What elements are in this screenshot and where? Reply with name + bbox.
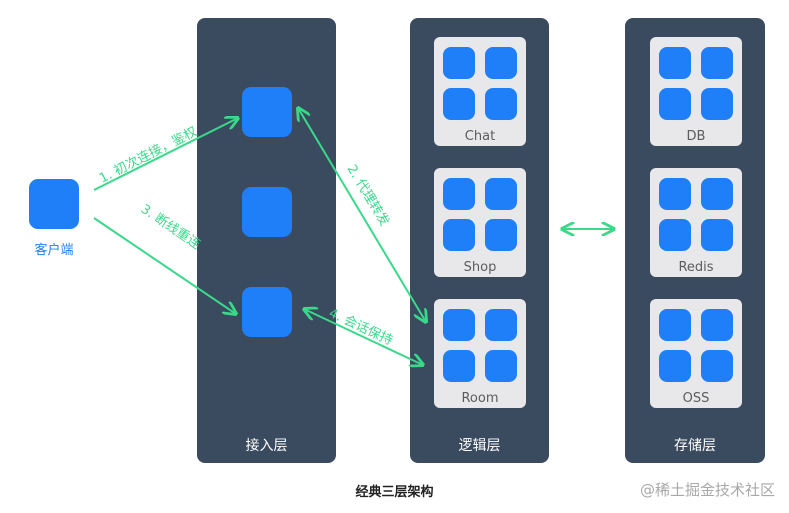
db-card: DB: [650, 37, 742, 146]
oss-label: OSS: [682, 391, 710, 406]
access-layer-label: 接入层: [245, 438, 288, 454]
label-session-keep: 4. 会话保持: [326, 306, 394, 349]
arrow-first-connect: [93, 118, 238, 191]
arrow-reconnect: [93, 217, 236, 314]
service-block: [485, 350, 517, 382]
shop-label: Shop: [463, 260, 497, 275]
room-label: Room: [461, 391, 499, 406]
redis-label: Redis: [678, 260, 714, 275]
service-block: [485, 178, 517, 210]
db-label: DB: [686, 129, 706, 144]
label-reconnect: 3. 断线重连: [138, 201, 204, 253]
storage-layer: DB Redis OSS 存储层: [625, 18, 765, 463]
storage-block: [701, 88, 733, 120]
storage-block: [659, 178, 691, 210]
logic-layer: Chat Shop Room 逻辑层: [410, 18, 549, 463]
service-block: [443, 219, 475, 251]
arrow-session-keep: [304, 309, 423, 365]
access-node-1: [242, 87, 292, 137]
service-block: [443, 309, 475, 341]
storage-block: [701, 47, 733, 79]
diagram-caption: 经典三层架构: [355, 485, 434, 500]
logic-layer-label: 逻辑层: [458, 438, 501, 454]
storage-block: [659, 88, 691, 120]
label-first-connect: 1. 初次连接，鉴权: [97, 123, 200, 186]
shop-service-card: Shop: [434, 168, 526, 277]
watermark: @稀土掘金技术社区: [639, 481, 775, 499]
storage-block: [701, 350, 733, 382]
redis-card: Redis: [650, 168, 742, 277]
service-block: [443, 350, 475, 382]
storage-block: [659, 350, 691, 382]
service-block: [443, 178, 475, 210]
service-block: [485, 47, 517, 79]
room-service-card: Room: [434, 299, 526, 408]
service-block: [443, 47, 475, 79]
service-block: [485, 219, 517, 251]
storage-layer-label: 存储层: [674, 438, 716, 454]
storage-block: [659, 47, 691, 79]
arrow-proxy-forward: [298, 108, 426, 322]
storage-block: [659, 219, 691, 251]
access-node-3: [242, 287, 292, 337]
storage-block: [701, 219, 733, 251]
client-node: [29, 179, 79, 229]
storage-block: [701, 309, 733, 341]
oss-card: OSS: [650, 299, 742, 408]
service-block: [443, 88, 475, 120]
access-layer: 接入层: [197, 18, 336, 463]
storage-block: [701, 178, 733, 210]
chat-service-card: Chat: [434, 37, 526, 146]
access-node-2: [242, 187, 292, 237]
chat-label: Chat: [464, 129, 496, 144]
storage-block: [659, 309, 691, 341]
service-block: [485, 88, 517, 120]
service-block: [485, 309, 517, 341]
client-label: 客户端: [34, 243, 74, 258]
